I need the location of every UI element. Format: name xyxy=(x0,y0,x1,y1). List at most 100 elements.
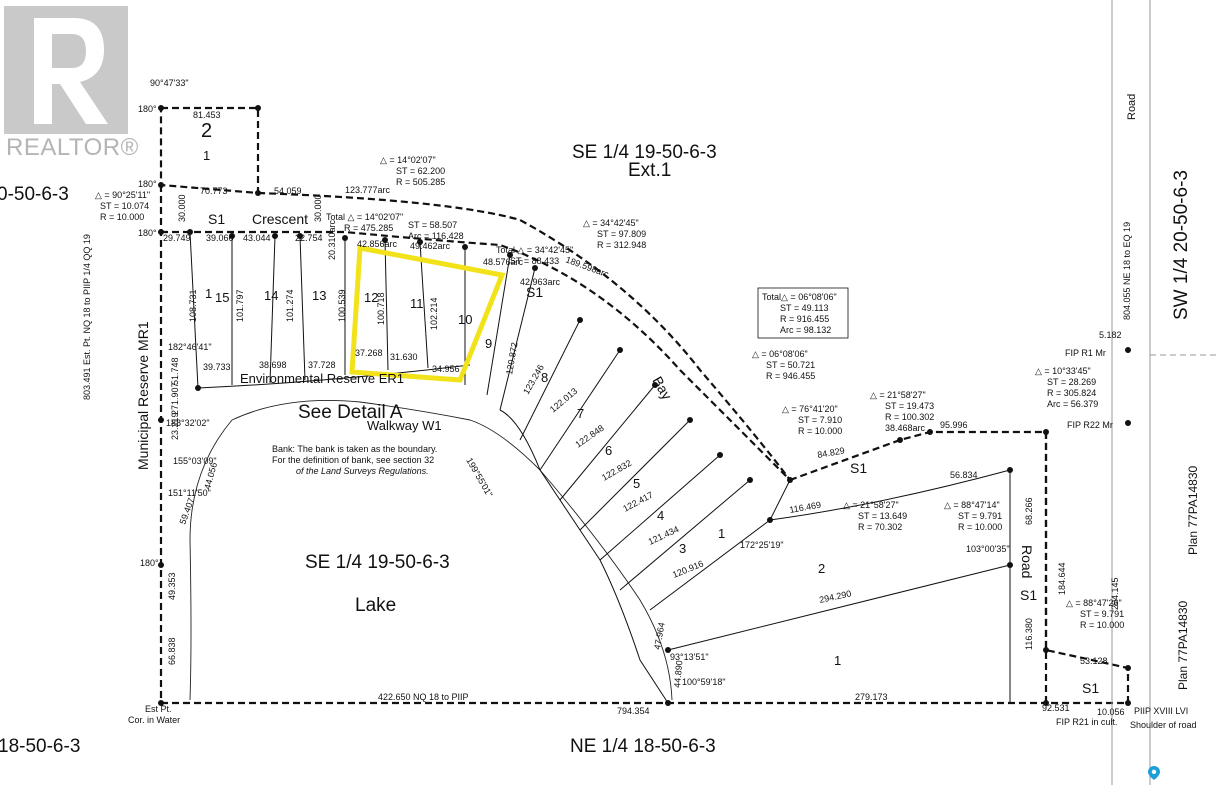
svg-text:R = 10.000: R = 10.000 xyxy=(958,522,1002,532)
svg-text:R = 70.302: R = 70.302 xyxy=(858,522,902,532)
svg-text:R = 10.000: R = 10.000 xyxy=(1080,620,1124,630)
curve-table-6: Total△ = 06°08'06" ST = 49.113 R = 916.4… xyxy=(757,287,849,339)
svg-text:Arc = 116.428: Arc = 116.428 xyxy=(408,231,464,241)
svg-text:△ = 14°02'07": △ = 14°02'07" xyxy=(380,155,436,165)
road-lines xyxy=(1111,0,1216,785)
svg-text:44.890: 44.890 xyxy=(672,660,684,688)
svg-text:ST = 62.200: ST = 62.200 xyxy=(396,166,445,176)
svg-text:151°11'50": 151°11'50" xyxy=(168,488,211,498)
svg-text:102.214: 102.214 xyxy=(429,297,439,330)
bank-note-3: of the Land Surveys Regulations. xyxy=(296,466,429,476)
svg-text:803.491 Est. Pt. NQ 18 to PIIP: 803.491 Est. Pt. NQ 18 to PIIP 1/4 QQ 19 xyxy=(82,234,92,400)
svg-text:56.834: 56.834 xyxy=(950,470,978,480)
svg-text:Shoulder of road: Shoulder of road xyxy=(1130,720,1197,730)
svg-text:49.353: 49.353 xyxy=(167,572,177,600)
svg-text:120.872: 120.872 xyxy=(504,342,519,376)
lot-2-right: 2 xyxy=(818,561,825,576)
svg-text:100°59'18": 100°59'18" xyxy=(682,677,726,687)
svg-text:39.733: 39.733 xyxy=(203,362,231,372)
lot-1-top: 1 xyxy=(203,148,210,163)
parcel-boundary xyxy=(159,106,1130,705)
svg-text:51.748: 51.748 xyxy=(170,357,180,385)
svg-text:184.644: 184.644 xyxy=(1057,562,1067,595)
svg-text:294.290: 294.290 xyxy=(818,588,852,605)
lot-15: 15 xyxy=(215,290,229,305)
bank-note-1: Bank: The bank is taken as the boundary. xyxy=(272,444,437,454)
municipal-reserve: Municipal Reserve MR1 xyxy=(135,321,151,470)
curve-table-3: Total △ = 14°02'07" R = 475.285 xyxy=(326,212,403,233)
realtor-r-icon xyxy=(34,18,108,124)
svg-text:R = 505.285: R = 505.285 xyxy=(396,177,445,187)
street-bay: Bay xyxy=(649,374,675,403)
svg-text:30.000: 30.000 xyxy=(313,194,323,222)
svg-text:42.963arc: 42.963arc xyxy=(520,277,561,287)
lot-5: 5 xyxy=(633,476,640,491)
curve-table-14: Total △ = 34°42'45" ST = 88.433 xyxy=(496,245,573,266)
svg-text:22.754: 22.754 xyxy=(295,233,323,243)
environmental-reserve: Environmental Reserve ER1 xyxy=(240,371,404,386)
lot-14: 14 xyxy=(264,288,278,303)
svg-text:422.650 NQ 18 to PIIP: 422.650 NQ 18 to PIIP xyxy=(378,692,469,702)
bank-line xyxy=(231,400,673,701)
map-pin-icon xyxy=(1148,766,1160,780)
svg-text:271.907: 271.907 xyxy=(170,382,180,415)
svg-text:68.266: 68.266 xyxy=(1024,497,1034,525)
svg-text:180°: 180° xyxy=(138,104,157,114)
svg-text:Total △ = 14°02'07": Total △ = 14°02'07" xyxy=(326,212,403,222)
lot-13: 13 xyxy=(312,288,326,303)
svg-text:R = 305.824: R = 305.824 xyxy=(1047,388,1096,398)
realtor-logo: REALTOR® xyxy=(0,0,140,170)
curve-table-9: △ = 21°58'27" ST = 19.473 R = 100.302 xyxy=(870,390,934,422)
street-s1-bay: S1 xyxy=(526,284,543,300)
svg-text:R = 100.302: R = 100.302 xyxy=(885,412,934,422)
svg-text:23.219: 23.219 xyxy=(170,412,180,440)
svg-text:Arc = 98.132: Arc = 98.132 xyxy=(780,325,831,335)
svg-text:△ = 88°47'26": △ = 88°47'26" xyxy=(1066,598,1122,608)
lot-10: 10 xyxy=(458,312,472,327)
svg-text:47.964: 47.964 xyxy=(652,621,667,650)
street-road: Road xyxy=(1019,545,1035,578)
svg-text:31.630: 31.630 xyxy=(390,352,418,362)
svg-text:279.173: 279.173 xyxy=(855,692,888,702)
lot-1-left: 1 xyxy=(205,286,212,301)
label-sw: SW 1/4 20-50-6-3 xyxy=(1171,170,1192,320)
label-se-ext: SE 1/4 19-50-6-3 xyxy=(572,142,717,163)
svg-text:42.856arc: 42.856arc xyxy=(357,239,398,249)
svg-text:ST = 9.791: ST = 9.791 xyxy=(958,511,1002,521)
svg-text:66.838: 66.838 xyxy=(167,637,177,665)
svg-text:39.066: 39.066 xyxy=(206,233,234,243)
svg-text:116.380: 116.380 xyxy=(1024,618,1034,650)
svg-text:Est Pt.: Est Pt. xyxy=(145,704,172,714)
svg-text:38.468arc: 38.468arc xyxy=(885,423,926,433)
svg-text:122.832: 122.832 xyxy=(600,458,633,483)
label-left-bottom: 18-50-6-3 xyxy=(0,736,80,757)
svg-text:△ = 21°58'27": △ = 21°58'27" xyxy=(843,500,899,510)
svg-text:△ = 88°47'14": △ = 88°47'14" xyxy=(944,500,1000,510)
svg-text:ST = 97.809: ST = 97.809 xyxy=(597,229,646,239)
svg-text:ST = 7.910: ST = 7.910 xyxy=(798,415,842,425)
curve-table-2: △ = 34°42'45" ST = 97.809 R = 312.948 xyxy=(583,218,646,250)
svg-text:101.797: 101.797 xyxy=(235,289,245,322)
label-ne: NE 1/4 18-50-6-3 xyxy=(570,736,716,757)
svg-text:59.407: 59.407 xyxy=(177,496,196,525)
survey-points xyxy=(158,105,1131,706)
lot-7: 7 xyxy=(577,406,584,421)
curve-table-8: △ = 76°41'20" ST = 7.910 R = 10.000 xyxy=(782,404,842,436)
svg-text:123.777arc: 123.777arc xyxy=(345,185,391,195)
curve-table-5: △ = 90°25'11" ST = 10.074 R = 10.000 xyxy=(95,190,150,222)
realtor-logo-mark xyxy=(4,6,128,134)
svg-text:34.956: 34.956 xyxy=(432,364,460,374)
svg-text:ST = 58.507: ST = 58.507 xyxy=(408,220,457,230)
svg-text:122.417: 122.417 xyxy=(621,490,654,514)
svg-text:ST = 19.473: ST = 19.473 xyxy=(885,401,934,411)
svg-text:180°: 180° xyxy=(140,558,159,568)
svg-text:155°03'09": 155°03'09" xyxy=(173,456,217,466)
lot-1-bottom: 1 xyxy=(834,653,841,668)
bank-line-west xyxy=(189,419,233,701)
plan-a: Plan 77PA14830 xyxy=(1186,465,1200,555)
svg-text:△ = 34°42'45": △ = 34°42'45" xyxy=(583,218,639,228)
svg-text:70.773: 70.773 xyxy=(200,186,228,196)
svg-text:△ = 06°08'06": △ = 06°08'06" xyxy=(752,349,808,359)
svg-text:10.056: 10.056 xyxy=(1097,707,1125,717)
